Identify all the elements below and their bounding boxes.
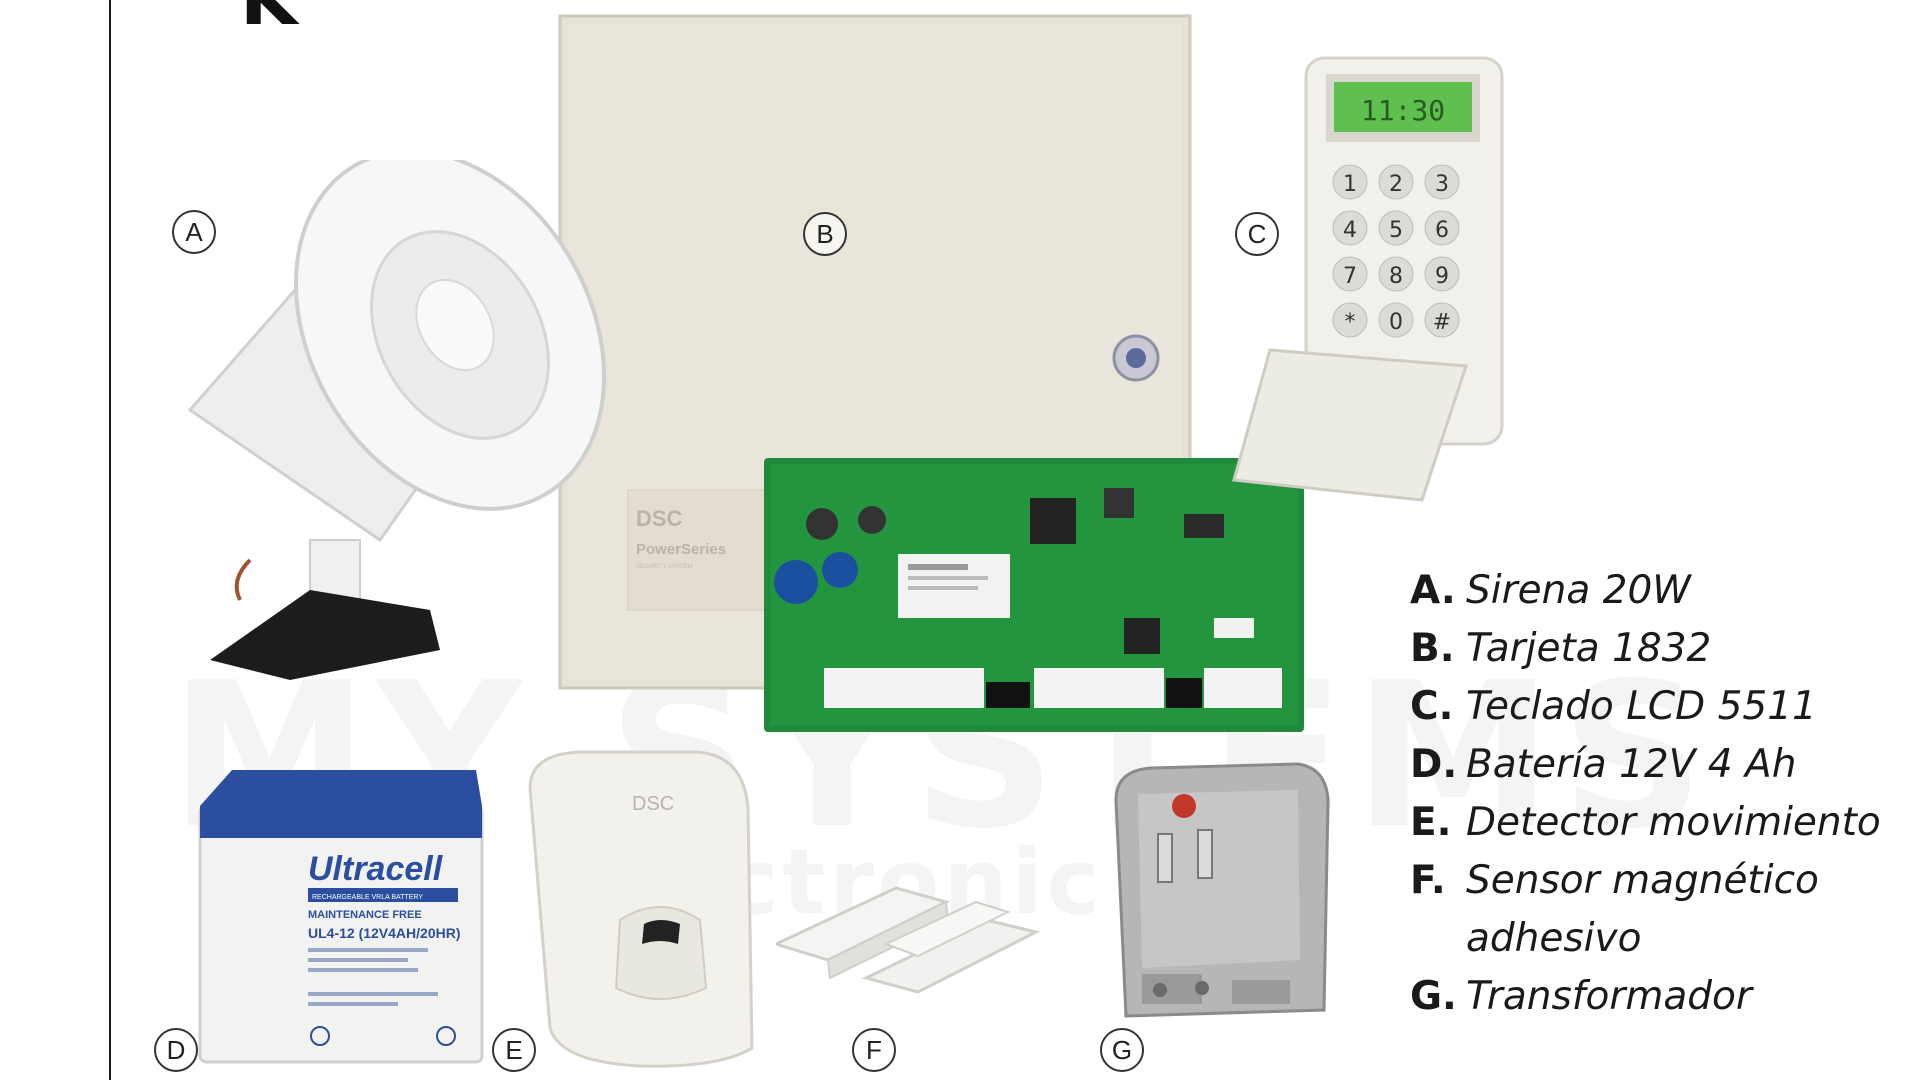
motion-detector-icon: DSC xyxy=(520,748,760,1070)
battery-model-label: UL4-12 (12V4AH/20HR) xyxy=(308,925,461,941)
key-1: 1 xyxy=(1343,172,1357,197)
legend-item-g: G.Transformador xyxy=(1410,968,1890,1026)
key-7: 7 xyxy=(1343,264,1357,289)
badge-d: D xyxy=(154,1028,198,1072)
magnetic-sensor-icon xyxy=(776,858,1046,994)
product-legend: A.Sirena 20W B.Tarjeta 1832 C. Teclado LC… xyxy=(1410,562,1890,1026)
key-4: 4 xyxy=(1343,218,1357,243)
legend-letter: A. xyxy=(1410,568,1456,613)
badge-g: G xyxy=(1100,1028,1144,1072)
transformer-icon xyxy=(1102,760,1332,1022)
legend-text: Batería 12V 4 Ah xyxy=(1466,742,1797,787)
badge-c: C xyxy=(1235,212,1279,256)
legend-letter: E. xyxy=(1410,800,1452,845)
legend-item-f: F. Sensor magnético adhesivo xyxy=(1410,852,1890,968)
legend-text: Sensor magnético adhesivo xyxy=(1466,858,1819,961)
lcd-keypad-icon: 11:30 1 2 3 4 5 6 7 8 9 * 0 # xyxy=(1226,54,1526,514)
legend-item-c: C. Teclado LCD 5511 xyxy=(1410,678,1890,736)
key-0: 0 xyxy=(1389,310,1403,335)
badge-b: B xyxy=(803,212,847,256)
circuit-board-icon xyxy=(764,458,1304,732)
lcd-display-text: 11:30 xyxy=(1361,94,1445,127)
badge-a: A xyxy=(172,210,216,254)
key-2: 2 xyxy=(1389,172,1403,197)
legend-item-d: D.Batería 12V 4 Ah xyxy=(1410,736,1890,794)
left-border-line xyxy=(109,0,111,1080)
legend-letter: C. xyxy=(1410,684,1454,729)
legend-item-e: E. Detector movimiento xyxy=(1410,794,1890,852)
battery-note-label: MAINTENANCE FREE xyxy=(308,909,422,921)
key-star: * xyxy=(1345,310,1356,335)
panel-brand-label: DSC xyxy=(636,506,683,531)
key-8: 8 xyxy=(1389,264,1403,289)
battery-brand-label: Ultracell xyxy=(308,850,444,888)
badge-f: F xyxy=(852,1028,896,1072)
legend-text: Detector movimiento xyxy=(1466,800,1881,845)
legend-item-a: A.Sirena 20W xyxy=(1410,562,1890,620)
legend-item-b: B.Tarjeta 1832 xyxy=(1410,620,1890,678)
legend-text: Transformador xyxy=(1466,974,1752,1019)
key-3: 3 xyxy=(1435,172,1449,197)
panel-series-label: PowerSeries xyxy=(636,541,726,558)
siren-horn-icon xyxy=(170,160,650,700)
battery-icon: Ultracell RECHARGEABLE VRLA BATTERY MAIN… xyxy=(196,766,486,1066)
legend-text: Sirena 20W xyxy=(1466,568,1691,613)
title-fragment: K xyxy=(240,0,297,42)
legend-letter: G. xyxy=(1410,974,1457,1019)
detector-brand-label: DSC xyxy=(632,793,674,815)
key-6: 6 xyxy=(1435,218,1449,243)
badge-e: E xyxy=(492,1028,536,1072)
key-5: 5 xyxy=(1389,218,1403,243)
legend-text: Tarjeta 1832 xyxy=(1466,626,1712,671)
keypad-keys: 1 2 3 4 5 6 7 8 9 * 0 # xyxy=(1332,164,1460,338)
legend-letter: F. xyxy=(1410,858,1446,903)
panel-series-sub-label: SECURITY SYSTEM xyxy=(636,564,693,570)
key-hash: # xyxy=(1433,310,1451,335)
legend-text: Teclado LCD 5511 xyxy=(1466,684,1817,729)
key-9: 9 xyxy=(1435,264,1449,289)
legend-letter: B. xyxy=(1410,626,1455,671)
legend-letter: D. xyxy=(1410,742,1458,787)
battery-band-label: RECHARGEABLE VRLA BATTERY xyxy=(312,894,423,901)
